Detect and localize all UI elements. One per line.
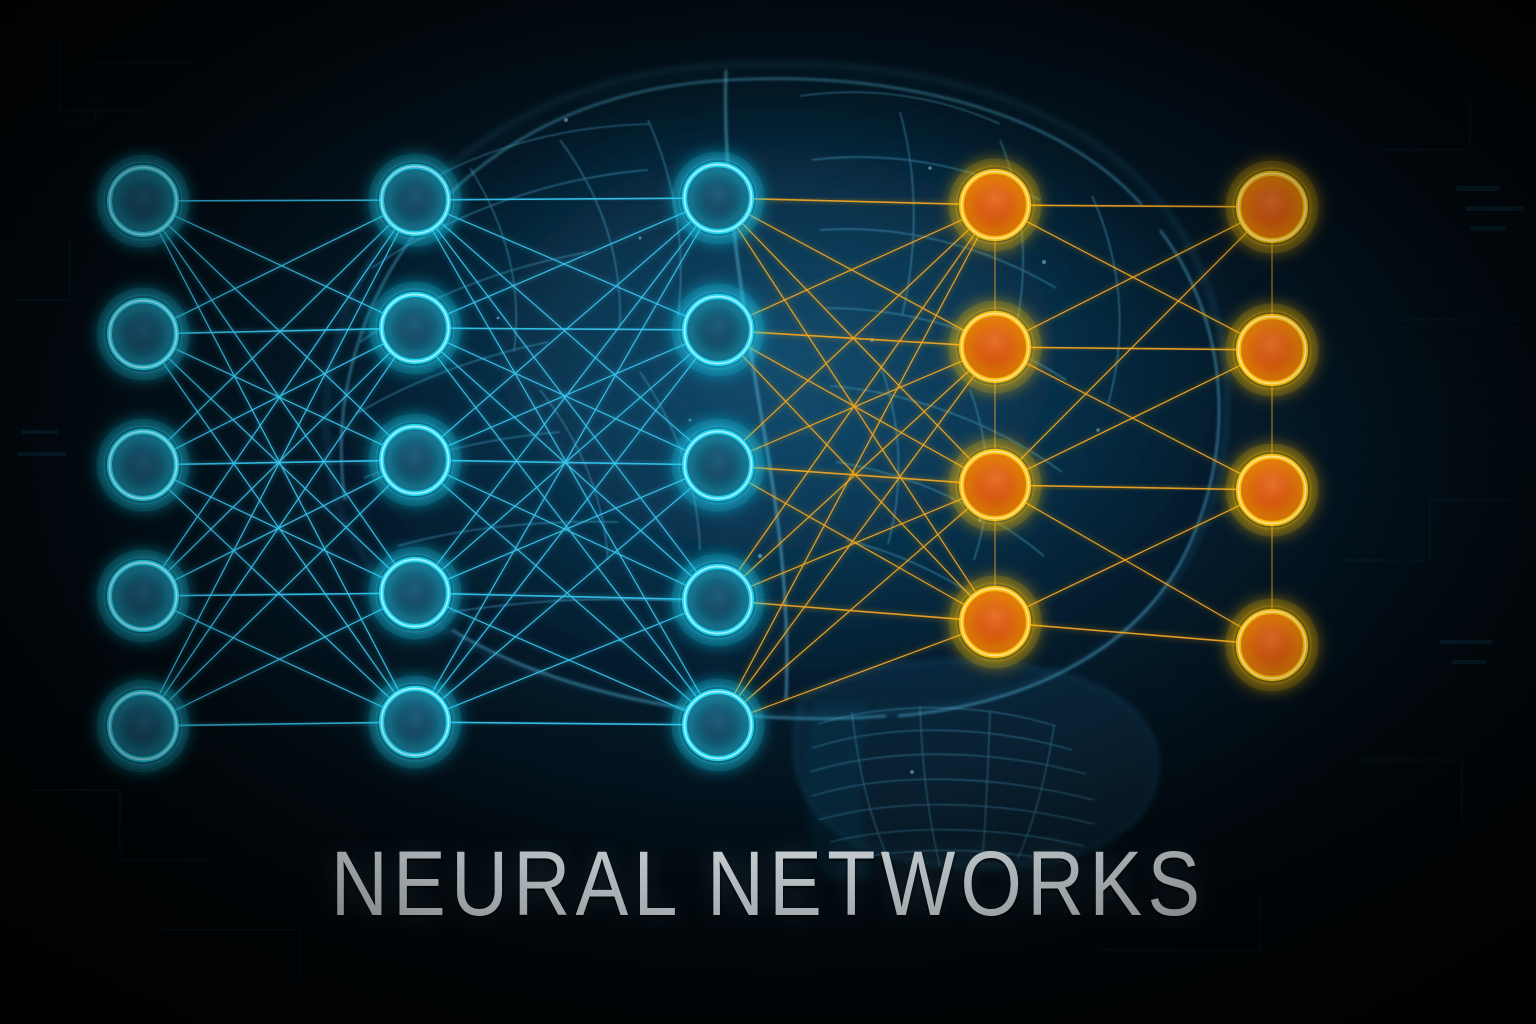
network-node[interactable] xyxy=(96,154,190,248)
network-node[interactable] xyxy=(1225,160,1319,254)
network-node[interactable] xyxy=(368,675,462,769)
network-node[interactable] xyxy=(671,151,765,245)
network-node[interactable] xyxy=(368,546,462,640)
network-node[interactable] xyxy=(368,281,462,375)
network-node[interactable] xyxy=(671,678,765,772)
network-node[interactable] xyxy=(96,287,190,381)
network-node[interactable] xyxy=(96,679,190,773)
network-node[interactable] xyxy=(671,283,765,377)
network-node[interactable] xyxy=(1225,443,1319,537)
network-node[interactable] xyxy=(1225,303,1319,397)
network-node[interactable] xyxy=(671,553,765,647)
network-node[interactable] xyxy=(671,418,765,512)
network-node[interactable] xyxy=(948,300,1042,394)
network-node[interactable] xyxy=(96,549,190,643)
network-node[interactable] xyxy=(96,418,190,512)
network-node[interactable] xyxy=(948,438,1042,532)
network-node[interactable] xyxy=(948,575,1042,669)
network-node[interactable] xyxy=(368,413,462,507)
network-node[interactable] xyxy=(368,153,462,247)
network-node[interactable] xyxy=(948,158,1042,252)
page-title: NEURAL NETWORKS xyxy=(330,833,1206,935)
network-node[interactable] xyxy=(1225,598,1319,692)
